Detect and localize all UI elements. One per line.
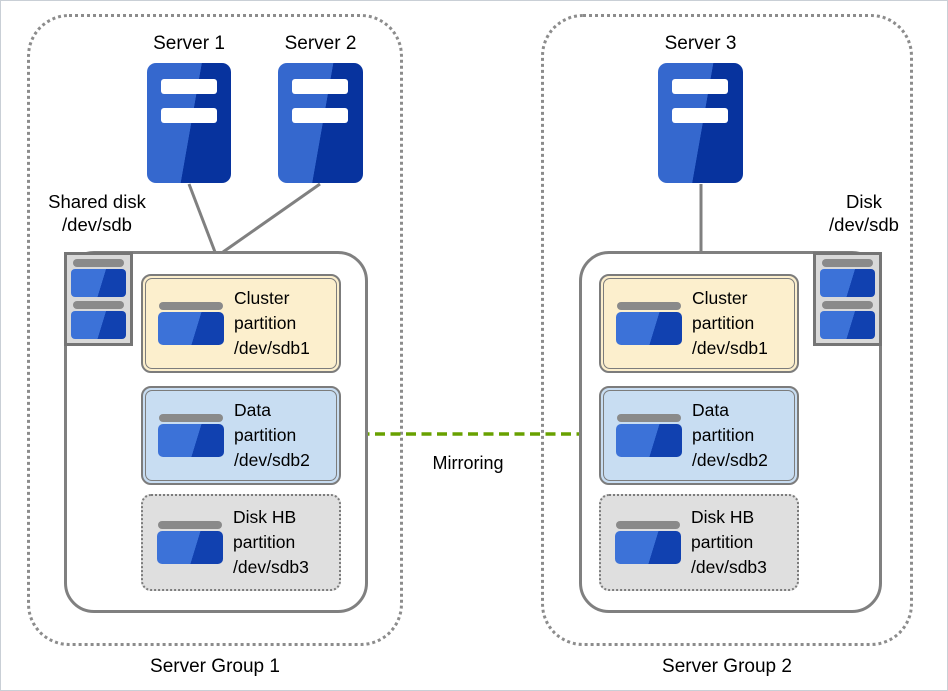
server-slot-icon bbox=[292, 108, 348, 123]
disk-icon-group2 bbox=[813, 252, 882, 346]
disk-label-line1: Disk bbox=[846, 191, 882, 212]
partition-disk-icon bbox=[157, 521, 223, 564]
disk-unit-icon bbox=[820, 259, 875, 297]
partition-name: Cluster partition bbox=[692, 288, 755, 333]
partition-device: /dev/sdb1 bbox=[692, 338, 768, 358]
cluster-partition-group1: Cluster partition /dev/sdb1 bbox=[141, 274, 341, 373]
disk-unit-icon bbox=[820, 301, 875, 339]
server-3-icon bbox=[658, 63, 743, 183]
server-group-2-boundary bbox=[541, 14, 913, 646]
partition-disk-icon bbox=[615, 521, 681, 564]
partition-device: /dev/sdb3 bbox=[691, 557, 767, 577]
data-partition-group2: Data partition /dev/sdb2 bbox=[599, 386, 799, 485]
data-partition-group1: Data partition /dev/sdb2 bbox=[141, 386, 341, 485]
server-slot-icon bbox=[672, 79, 728, 94]
server-2-label: Server 2 bbox=[284, 33, 357, 54]
server-group-2-label: Server Group 2 bbox=[662, 656, 792, 677]
server-1-icon bbox=[147, 63, 231, 183]
shared-disk-icon bbox=[64, 252, 133, 346]
partition-name: Data partition bbox=[234, 400, 297, 445]
server-slot-icon bbox=[292, 79, 348, 94]
disk-label-line2: /dev/sdb bbox=[829, 214, 899, 235]
server-1-label: Server 1 bbox=[153, 33, 225, 54]
mirroring-label: Mirroring bbox=[432, 453, 504, 473]
partition-device: /dev/sdb2 bbox=[692, 450, 768, 470]
server-slot-icon bbox=[161, 79, 217, 94]
server-slot-icon bbox=[672, 108, 728, 123]
partition-name: Disk HB partition bbox=[691, 507, 755, 552]
server-2-icon bbox=[278, 63, 363, 183]
disk-unit-icon bbox=[71, 301, 126, 339]
partition-disk-icon bbox=[158, 414, 224, 457]
partition-disk-icon bbox=[158, 302, 224, 345]
partition-device: /dev/sdb1 bbox=[234, 338, 310, 358]
disk-label: Disk /dev/sdb bbox=[799, 190, 929, 236]
cluster-partition-group2: Cluster partition /dev/sdb1 bbox=[599, 274, 799, 373]
diskhb-partition-group2: Disk HB partition /dev/sdb3 bbox=[599, 494, 799, 591]
server-slot-icon bbox=[161, 108, 217, 123]
shared-disk-label-line2: /dev/sdb bbox=[62, 214, 132, 235]
partition-device: /dev/sdb3 bbox=[233, 557, 309, 577]
partition-disk-icon bbox=[616, 414, 682, 457]
server-group-1-label: Server Group 1 bbox=[150, 656, 280, 677]
partition-disk-icon bbox=[616, 302, 682, 345]
shared-disk-label-line1: Shared disk bbox=[48, 191, 146, 212]
partition-name: Data partition bbox=[692, 400, 755, 445]
server-group-1-boundary bbox=[27, 14, 403, 646]
diskhb-partition-group1: Disk HB partition /dev/sdb3 bbox=[141, 494, 341, 591]
shared-disk-label: Shared disk /dev/sdb bbox=[31, 190, 163, 236]
partition-device: /dev/sdb2 bbox=[234, 450, 310, 470]
partition-name: Cluster partition bbox=[234, 288, 297, 333]
partition-name: Disk HB partition bbox=[233, 507, 297, 552]
disk-unit-icon bbox=[71, 259, 126, 297]
server-3-label: Server 3 bbox=[664, 33, 737, 54]
